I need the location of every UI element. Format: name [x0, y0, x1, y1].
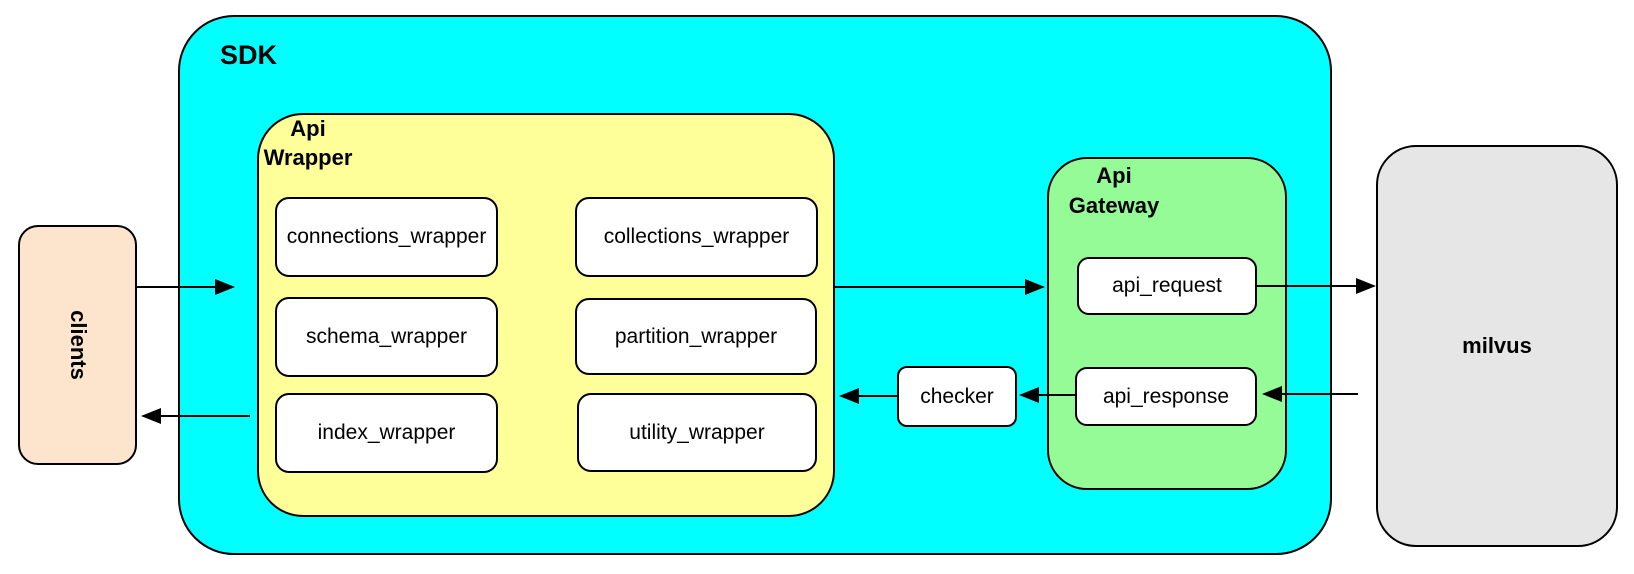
partition-wrapper-box: partition_wrapper	[575, 298, 817, 375]
schema-wrapper-box: schema_wrapper	[275, 297, 498, 377]
connections-wrapper-label: connections_wrapper	[286, 225, 487, 248]
api-response-box: api_response	[1075, 367, 1257, 426]
collections-wrapper-label: collections_wrapper	[603, 225, 790, 248]
api-gateway-container	[1047, 157, 1287, 490]
clients-node: clients	[18, 225, 137, 465]
clients-label: clients	[65, 310, 91, 380]
api-wrapper-label-line2: Wrapper	[263, 145, 353, 170]
milvus-label: milvus	[1462, 333, 1532, 358]
utility-wrapper-label: utility_wrapper	[629, 420, 765, 444]
api-response-label: api_response	[1102, 384, 1230, 408]
connections-wrapper-box: connections_wrapper	[275, 197, 498, 277]
collections-wrapper-box: collections_wrapper	[575, 197, 818, 277]
api-wrapper-label: Api Wrapper	[252, 114, 364, 172]
index-wrapper-box: index_wrapper	[275, 393, 498, 473]
partition-wrapper-label: partition_wrapper	[614, 324, 778, 348]
checker-label: checker	[920, 384, 994, 408]
index-wrapper-label: index_wrapper	[317, 421, 456, 444]
api-gateway-label: Api Gateway	[1054, 161, 1174, 221]
utility-wrapper-box: utility_wrapper	[577, 393, 817, 472]
api-request-label: api_request	[1112, 274, 1222, 297]
api-wrapper-label-line1: Api	[290, 116, 326, 141]
checker-box: checker	[897, 366, 1017, 427]
sdk-label: SDK	[220, 40, 278, 70]
milvus-node: milvus	[1376, 145, 1618, 547]
api-request-box: api_request	[1077, 257, 1257, 315]
api-gateway-label-line1: Api	[1096, 163, 1132, 188]
api-gateway-label-line2: Gateway	[1068, 193, 1160, 218]
schema-wrapper-label: schema_wrapper	[305, 325, 468, 348]
